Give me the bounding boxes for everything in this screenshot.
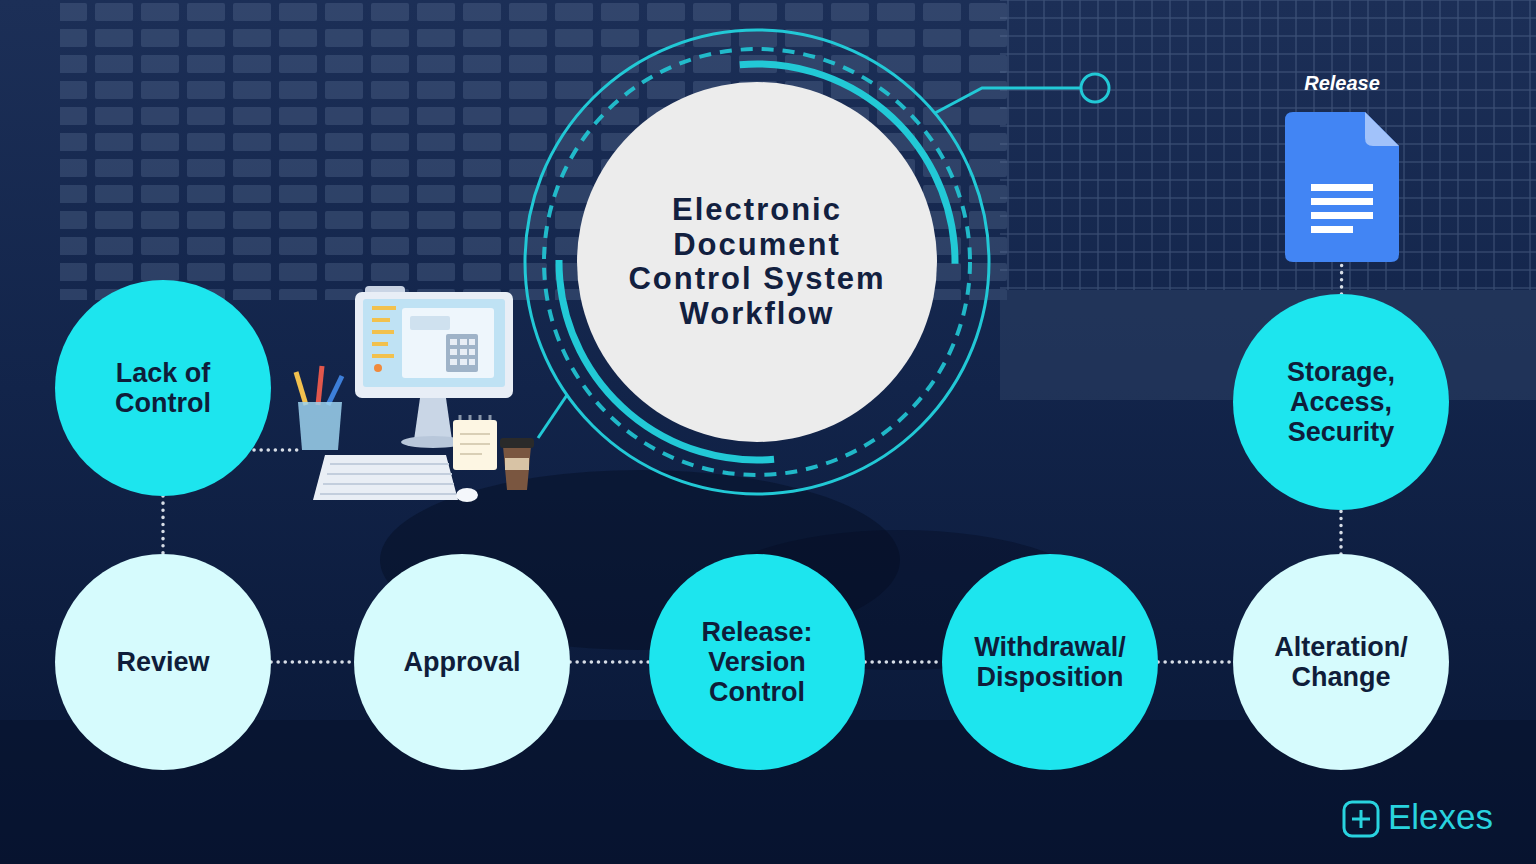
circle-fill (649, 554, 865, 770)
document-icon (1311, 212, 1373, 219)
text-group: Review (78, 647, 248, 677)
dotted-connector (161, 496, 165, 554)
computer-illustration (318, 366, 322, 405)
stage-circle: Withdrawal/ Disposition (942, 554, 1158, 770)
circle-fill (354, 554, 570, 770)
pointer-lines (538, 395, 567, 438)
circle-fill (55, 554, 271, 770)
document-icon (1365, 112, 1399, 146)
computer-illustration (414, 398, 452, 440)
text-group: Storage, Access, Security (1256, 357, 1426, 448)
circle-fill (1233, 554, 1449, 770)
dotted-connector (865, 660, 942, 664)
text-group: Withdrawal/ Disposition (955, 632, 1145, 692)
computer-illustration (469, 359, 475, 365)
computer-illustration (469, 339, 475, 345)
stage-circle: Storage, Access, Security (1233, 294, 1449, 510)
computer-illustration (320, 464, 456, 494)
title-rings (525, 30, 989, 494)
text-group: Electronic Document Control System Workf… (617, 193, 897, 332)
document-icon (1285, 112, 1399, 262)
computer-illustration (469, 349, 475, 355)
computer-illustration (460, 359, 467, 365)
computer-illustration (450, 339, 457, 345)
stage-circle: Lack of Control (55, 280, 271, 496)
computer-illustration (296, 372, 306, 405)
dotted-connector (1340, 262, 1344, 294)
computer-illustration (363, 299, 505, 387)
node-label: Review (78, 647, 248, 677)
computer-illustration (372, 330, 394, 334)
dotted-connector (1339, 510, 1343, 554)
node-label: Approval (377, 647, 547, 677)
logo-icon (1344, 802, 1378, 836)
computer-illustration (372, 318, 390, 322)
node-label: Release: Version Control (672, 617, 842, 708)
computer-illustration (298, 402, 342, 450)
logo-icon (1344, 802, 1378, 836)
node-label: Withdrawal/ Disposition (955, 632, 1145, 692)
computer-illustration (372, 354, 394, 358)
text-group: Lack of Control (113, 358, 213, 418)
stage-circle: Review (55, 554, 271, 770)
document-icon (1311, 184, 1373, 191)
logo-icon (1352, 810, 1370, 828)
computer-illustration (460, 339, 467, 345)
text-group: Alteration/ Change (1256, 632, 1426, 692)
computer-illustration (313, 455, 458, 500)
computer-illustration (328, 376, 342, 405)
document-icon (1311, 226, 1353, 233)
computer-illustration (460, 434, 490, 454)
dotted-connector (271, 660, 354, 664)
computer-illustration (450, 359, 457, 365)
stage-circle: Alteration/ Change (1233, 554, 1449, 770)
computer-illustration (355, 292, 513, 398)
background-photo (1000, 0, 1536, 290)
node-label: Storage, Access, Security (1256, 357, 1426, 448)
title-rings (544, 49, 970, 475)
pointer-lines (935, 88, 1080, 113)
title-rings (525, 30, 989, 494)
computer-illustration (402, 308, 494, 378)
computer-illustration (410, 316, 450, 330)
computer-illustration (296, 286, 534, 502)
logo-text: Elexes (1388, 797, 1493, 837)
stage-circle: Approval (354, 554, 570, 770)
stage-circle: Release: Version Control (649, 554, 865, 770)
circle-fill (55, 280, 271, 496)
computer-illustration (372, 342, 388, 346)
computer-illustration (503, 446, 531, 490)
circle-fill (1233, 294, 1449, 510)
title-circle: Electronic Document Control System Workf… (577, 82, 937, 442)
computer-illustration (446, 334, 478, 372)
computer-illustration (456, 488, 478, 502)
dotted-link (254, 448, 298, 452)
node-label: Electronic Document Control System Workf… (617, 193, 897, 332)
document-icon (1311, 198, 1373, 205)
computer-illustration (500, 438, 534, 448)
release-document: Release (1270, 72, 1414, 262)
text-group: Approval (377, 647, 547, 677)
dotted-connector (1158, 660, 1233, 664)
document-label: Release (1304, 72, 1380, 94)
computer-illustration (505, 458, 529, 470)
computer-illustration (450, 349, 457, 355)
node-label: Lack of Control (113, 358, 213, 418)
circle-fill (577, 82, 937, 442)
computer-illustration (460, 415, 490, 420)
dotted-connector (570, 660, 649, 664)
document-icon (1285, 112, 1399, 262)
circle-fill (942, 554, 1158, 770)
computer-illustration (372, 306, 396, 310)
title-rings (542, 47, 971, 476)
computer-illustration (460, 349, 467, 355)
pointer-lines (1081, 74, 1109, 102)
computer-illustration (453, 420, 497, 470)
node-label: Alteration/ Change (1256, 632, 1426, 692)
computer-illustration (374, 364, 382, 372)
text-group: Release: Version Control (672, 617, 842, 708)
